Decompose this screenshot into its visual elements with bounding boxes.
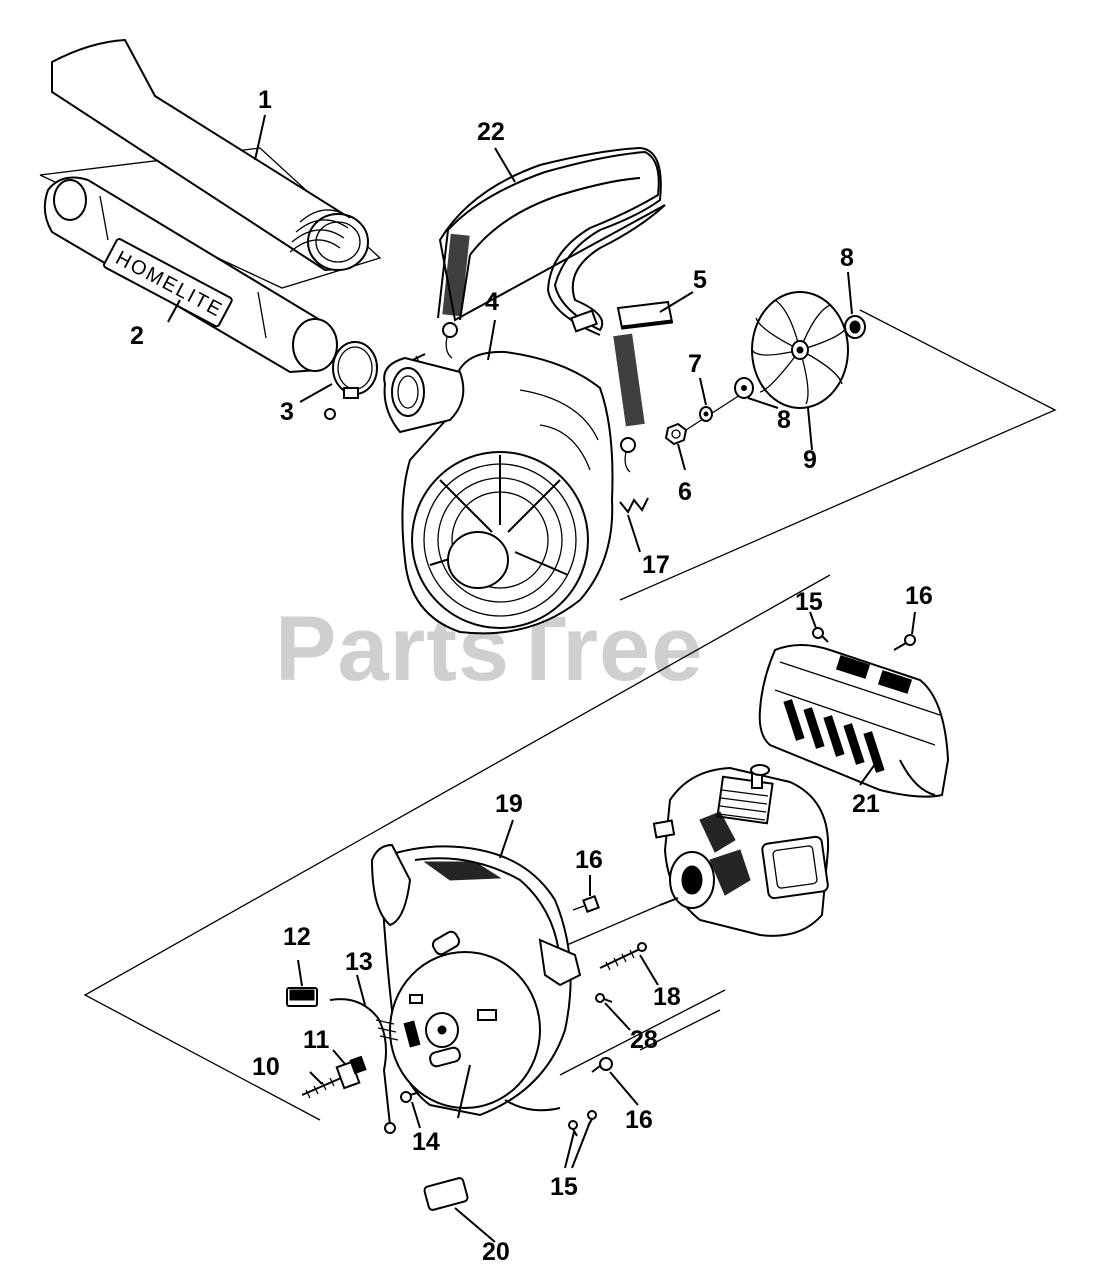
callout-16-top: 16 bbox=[575, 846, 603, 874]
callout-15-upper: 15 bbox=[795, 588, 823, 616]
callout-5: 5 bbox=[693, 266, 707, 294]
callout-8-upper: 8 bbox=[840, 244, 854, 272]
callout-9: 9 bbox=[803, 446, 817, 474]
part-15-screw-shroud bbox=[812, 627, 829, 643]
part-7-washer bbox=[699, 406, 713, 422]
callout-11: 11 bbox=[303, 1026, 330, 1054]
part-8-washer-b bbox=[844, 315, 866, 339]
part-20-decal bbox=[423, 1177, 469, 1211]
part-12-grommet bbox=[286, 987, 318, 1007]
callouts: 1 2 3 4 5 6 7 8 8 9 10 11 12 13 14 15 15… bbox=[130, 86, 933, 1266]
part-5-label bbox=[616, 300, 674, 330]
lower-assembly-outline bbox=[83, 574, 831, 1121]
callout-6: 6 bbox=[678, 478, 692, 506]
callout-12: 12 bbox=[283, 923, 311, 951]
part-8-washer-a bbox=[734, 377, 754, 399]
part-9-impeller bbox=[751, 291, 849, 409]
part-6-nut bbox=[664, 394, 741, 446]
callout-14: 14 bbox=[412, 1128, 440, 1156]
part-22-strap bbox=[437, 146, 666, 473]
part-18-bolt bbox=[599, 942, 647, 971]
callout-19: 19 bbox=[495, 790, 523, 818]
callout-10: 10 bbox=[252, 1053, 280, 1081]
callout-13: 13 bbox=[345, 948, 373, 976]
callout-18: 18 bbox=[653, 983, 681, 1011]
part-16-screw-top bbox=[572, 895, 600, 913]
engine-assembly bbox=[559, 764, 830, 949]
part-19-rear-housing bbox=[370, 843, 582, 1117]
part-4-blower-housing bbox=[383, 350, 614, 635]
callout-15-lower: 15 bbox=[550, 1173, 578, 1201]
callout-8-lower: 8 bbox=[777, 406, 791, 434]
part-16-screw-shroud bbox=[893, 634, 916, 651]
callout-22: 22 bbox=[477, 118, 505, 146]
callout-4: 4 bbox=[485, 288, 499, 316]
leader-lines bbox=[167, 114, 916, 1243]
part-21-shroud bbox=[758, 644, 950, 798]
callout-1: 1 bbox=[258, 86, 272, 114]
callout-16-shroud: 16 bbox=[905, 582, 933, 610]
part-13-throttle-rod bbox=[329, 998, 399, 1134]
callout-3: 3 bbox=[280, 398, 294, 426]
callout-20: 20 bbox=[482, 1238, 510, 1266]
callout-16-right: 16 bbox=[625, 1106, 653, 1134]
callout-7: 7 bbox=[688, 350, 702, 378]
part-16-screw-right bbox=[591, 1057, 613, 1073]
part-11-switch bbox=[335, 1055, 367, 1090]
callout-28: 28 bbox=[630, 1026, 658, 1054]
part-17-clip bbox=[619, 497, 649, 514]
part-1-nozzle bbox=[51, 38, 369, 272]
part-14-screw bbox=[400, 1091, 421, 1103]
callout-21: 21 bbox=[852, 790, 880, 818]
callout-2: 2 bbox=[130, 322, 144, 350]
callout-17: 17 bbox=[642, 551, 670, 579]
part-28-screw bbox=[595, 993, 613, 1003]
